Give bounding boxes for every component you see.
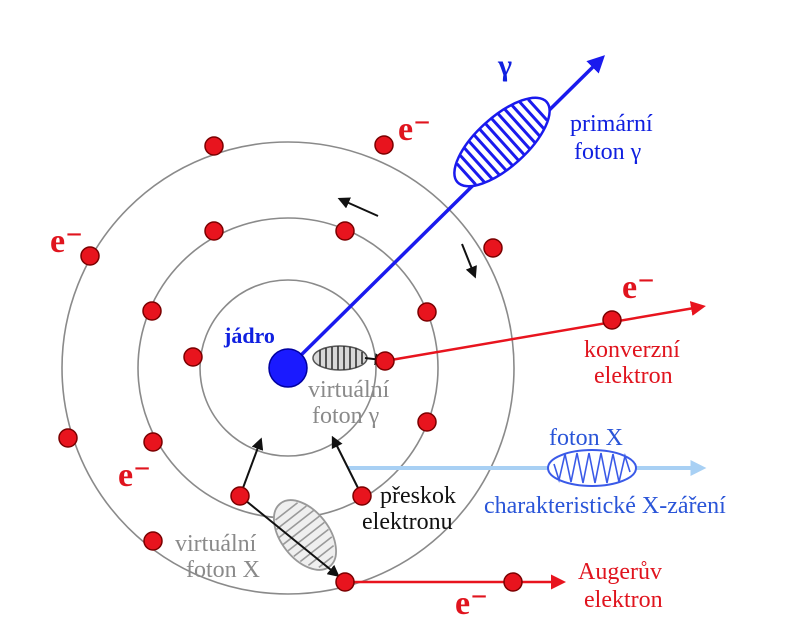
electron-dot: [58, 428, 78, 448]
electron-dot: [602, 310, 622, 330]
electrons: [58, 135, 622, 592]
orbit-m: [61, 141, 515, 595]
electron-dot: [503, 572, 523, 592]
electron-jump-label-line2: elektronu: [362, 509, 453, 535]
primary-photon-label-line1: primární: [570, 111, 653, 137]
electron-dot: [374, 135, 394, 155]
electron-dot: [335, 221, 355, 241]
electron-dot: [204, 136, 224, 156]
auger-label-line2: elektron: [584, 587, 663, 613]
electron-dot: [230, 486, 250, 506]
auger-transfer-arrow: [239, 495, 340, 578]
virtual-x-label-line2: foton X: [186, 557, 260, 583]
nucleus: [268, 348, 308, 388]
gamma-ray-line: [286, 55, 605, 370]
xray-photon-icon: [547, 449, 637, 487]
jump-arrow-right: [331, 435, 363, 497]
electron-jump-label-line1: přeskok: [380, 483, 456, 509]
rotation-arrow-top: [337, 197, 379, 217]
primary-photon-label-line2: foton γ: [574, 139, 642, 165]
electron-dot: [183, 347, 203, 367]
electron-dot: [417, 302, 437, 322]
auger-label-line1: Augerův: [578, 559, 662, 585]
electron-dot: [483, 238, 503, 258]
primary-photon-icon: [453, 96, 551, 188]
electron-dot: [375, 351, 395, 371]
characteristic-xray-label: charakteristické X-záření: [484, 493, 726, 519]
electron-dot: [335, 572, 355, 592]
conversion-electron-line: [384, 301, 706, 363]
orbit-k: [199, 279, 377, 457]
electron-dot: [142, 301, 162, 321]
gamma-symbol: γ: [498, 49, 513, 82]
electron-symbol-right: e⁻: [622, 269, 656, 306]
electron-dot: [80, 246, 100, 266]
electron-dot: [204, 221, 224, 241]
rotation-arrow-right: [461, 243, 477, 279]
electron-symbol-lower-left: e⁻: [118, 457, 152, 494]
conversion-electron-label-line1: konverzní: [584, 337, 680, 363]
electron-dot: [352, 486, 372, 506]
electron-dot: [143, 531, 163, 551]
electron-symbol-left: e⁻: [50, 223, 84, 260]
electron-dot: [143, 432, 163, 452]
photon-x-label: foton X: [549, 425, 623, 451]
virtual-x-photon-icon: [273, 499, 337, 571]
conversion-electron-label-line2: elektron: [594, 363, 673, 389]
electron-dot: [417, 412, 437, 432]
electron-symbol-top: e⁻: [398, 111, 432, 148]
virtual-gamma-label-line2: foton γ: [312, 403, 380, 429]
nucleus-label: jádro: [224, 323, 275, 348]
electron-symbol-bottom: e⁻: [455, 585, 489, 622]
virtual-gamma-photon-icon: [312, 345, 368, 371]
virtual-x-label-line1: virtuální: [175, 531, 257, 557]
virtual-gamma-label-line1: virtuální: [308, 377, 390, 403]
